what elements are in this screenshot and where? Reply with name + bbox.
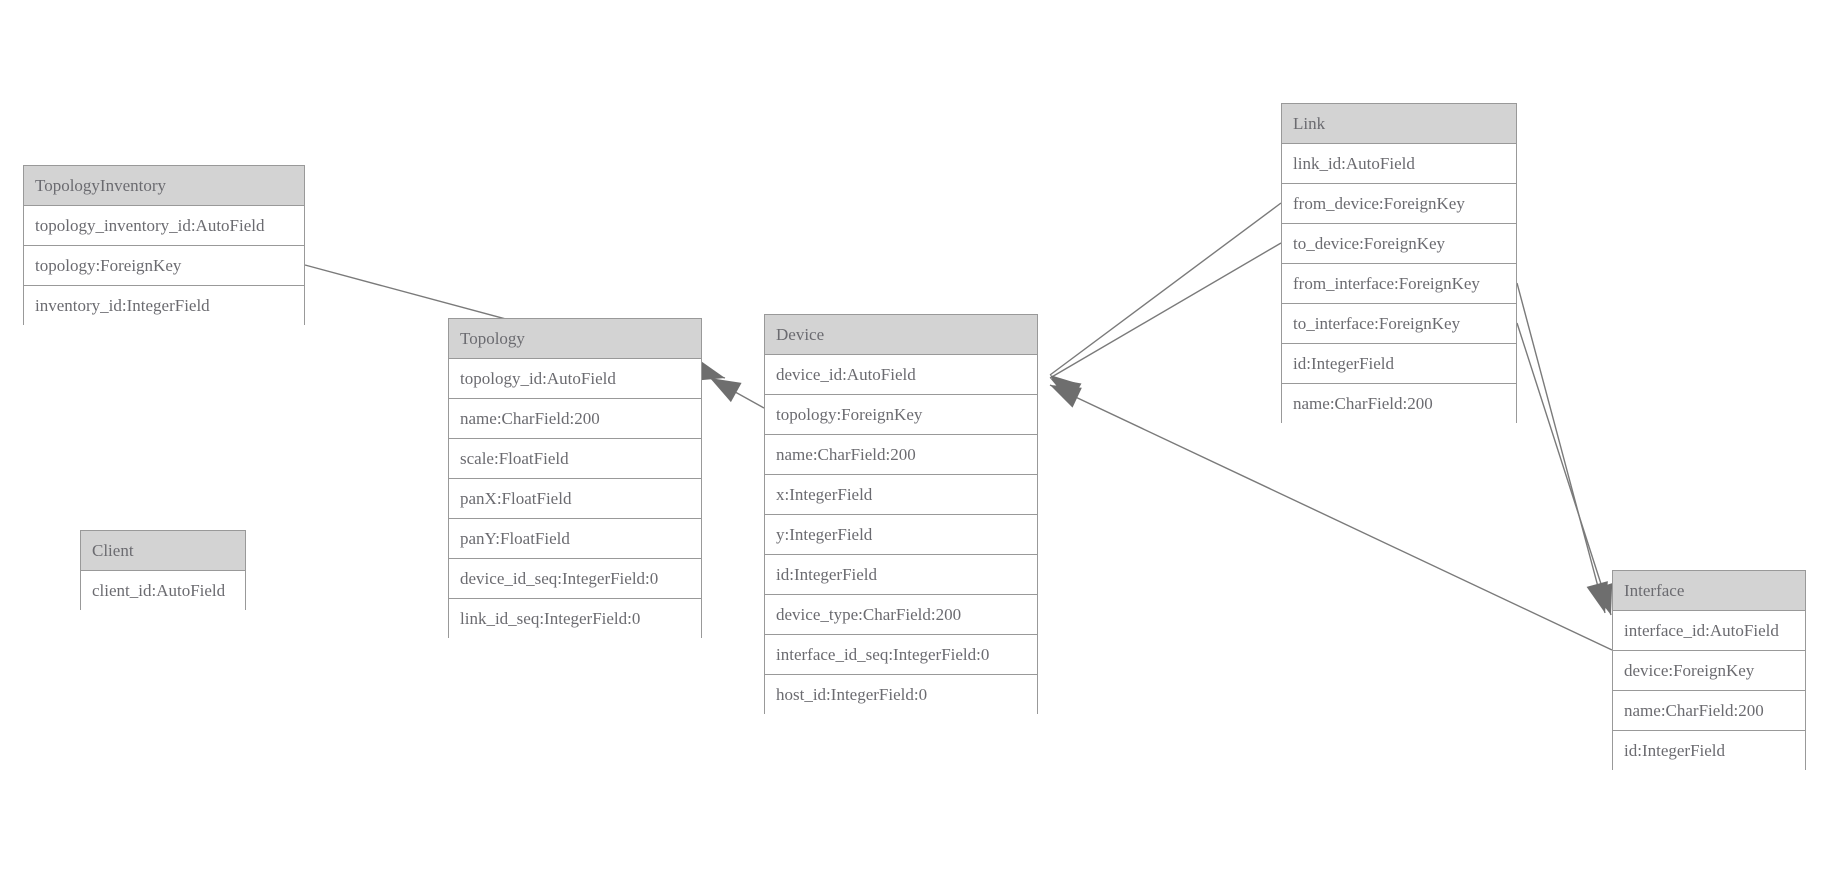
entity-field: host_id:IntegerField:0: [765, 675, 1037, 715]
entity-title-device: Device: [765, 315, 1037, 355]
entity-field: id:IntegerField: [1282, 344, 1516, 384]
entity-field: y:IntegerField: [765, 515, 1037, 555]
entity-field: name:CharField:200: [765, 435, 1037, 475]
relation-edge-device-topology: [709, 377, 765, 409]
entity-field: topology:ForeignKey: [24, 246, 304, 286]
entity-field: to_device:ForeignKey: [1282, 224, 1516, 264]
entity-field: topology_id:AutoField: [449, 359, 701, 399]
entity-field: name:CharField:200: [1613, 691, 1805, 731]
relation-edge-interface-device: [1049, 384, 1613, 651]
entity-field: id:IntegerField: [1613, 731, 1805, 771]
entity-field: link_id_seq:IntegerField:0: [449, 599, 701, 639]
entity-title-topology_inventory: TopologyInventory: [24, 166, 304, 206]
entity-field: device_id_seq:IntegerField:0: [449, 559, 701, 599]
entity-field: to_interface:ForeignKey: [1282, 304, 1516, 344]
entity-field: panY:FloatField: [449, 519, 701, 559]
entity-field: interface_id:AutoField: [1613, 611, 1805, 651]
entity-field: scale:FloatField: [449, 439, 701, 479]
relation-edge-link-to_interface: [1516, 322, 1612, 616]
entity-title-link: Link: [1282, 104, 1516, 144]
entity-field: interface_id_seq:IntegerField:0: [765, 635, 1037, 675]
entity-field: id:IntegerField: [765, 555, 1037, 595]
entity-field: device:ForeignKey: [1613, 651, 1805, 691]
entity-field: link_id:AutoField: [1282, 144, 1516, 184]
entity-field: device_id:AutoField: [765, 355, 1037, 395]
relation-arrowhead-link-to_device: [1050, 378, 1082, 403]
entity-field: topology_inventory_id:AutoField: [24, 206, 304, 246]
entity-title-interface: Interface: [1613, 571, 1805, 611]
relation-edge-link-to_device: [1049, 242, 1282, 379]
entity-field: from_device:ForeignKey: [1282, 184, 1516, 224]
entity-field: from_interface:ForeignKey: [1282, 264, 1516, 304]
relation-arrowhead-interface-device: [1050, 385, 1082, 408]
entity-field: name:CharField:200: [449, 399, 701, 439]
entity-title-topology: Topology: [449, 319, 701, 359]
entity-field: topology:ForeignKey: [765, 395, 1037, 435]
entity-field: device_type:CharField:200: [765, 595, 1037, 635]
relation-arrowhead-link-from_device: [1050, 375, 1081, 402]
relation-edge-link-from_device: [1049, 202, 1282, 376]
entity-field: name:CharField:200: [1282, 384, 1516, 424]
relation-arrowhead-device-topology: [710, 378, 742, 403]
entity-field: x:IntegerField: [765, 475, 1037, 515]
entity-title-client: Client: [81, 531, 245, 571]
relation-edge-link-from_interface: [1516, 282, 1606, 614]
entity-field: client_id:AutoField: [81, 571, 245, 611]
entity-field: panX:FloatField: [449, 479, 701, 519]
entity-field: inventory_id:IntegerField: [24, 286, 304, 326]
